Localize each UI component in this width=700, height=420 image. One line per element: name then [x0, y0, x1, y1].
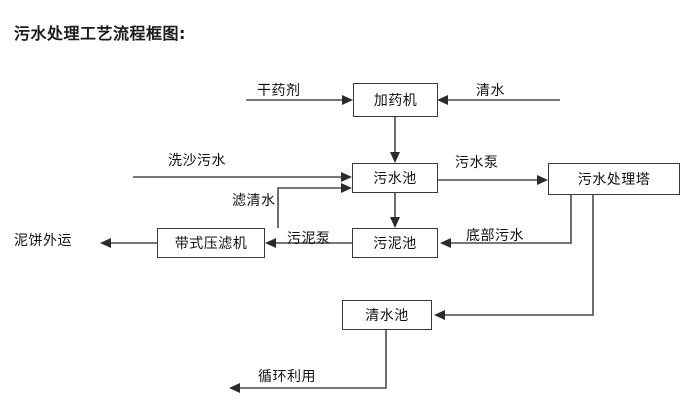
node-label: 污泥池	[373, 236, 417, 252]
page-title: 污水处理工艺流程框图:	[14, 24, 186, 43]
terminal-dry-chemical: 干药剂	[257, 83, 301, 99]
arrowhead-mud-cake	[100, 238, 111, 248]
edge-tower-bottom-to-sludge-pool	[448, 195, 572, 244]
arrowhead-sand-wash	[341, 172, 352, 182]
node-sludge-pool[interactable]: 污泥池	[352, 228, 438, 258]
arrowhead-recycle	[229, 383, 240, 393]
node-wastewater-pool[interactable]: 污水池	[352, 163, 438, 193]
node-label: 污水处理塔	[577, 172, 651, 188]
arrowhead-to-clean-water-pool	[434, 310, 445, 320]
node-label: 加药机	[373, 93, 418, 109]
node-clean-water-pool[interactable]: 清水池	[342, 300, 432, 330]
arrowhead-wastewater-pump	[537, 175, 548, 185]
edge-label-bottom-wastewater: 底部污水	[466, 228, 524, 244]
edge-label-wastewater-pump: 污水泵	[455, 155, 499, 171]
node-treatment-tower[interactable]: 污水处理塔	[548, 163, 680, 195]
node-belt-filter-press[interactable]: 带式压滤机	[157, 228, 265, 258]
edge-label-recycle-reuse: 循环利用	[258, 369, 316, 385]
edge-tower-to-clean-water-pool	[442, 195, 594, 316]
edge-label-filtered-clear-water: 滤清水	[232, 193, 276, 209]
node-dosing-machine[interactable]: 加药机	[353, 83, 438, 117]
terminal-sand-wash-wastewater: 洗沙污水	[168, 153, 226, 169]
arrowhead-filtered-water	[341, 183, 352, 193]
terminal-mud-cake-out: 泥饼外运	[14, 233, 72, 249]
node-label: 带式压滤机	[174, 236, 248, 252]
arrowhead-sludge-pump	[265, 238, 276, 248]
arrowhead-dosing-down	[390, 152, 400, 163]
arrowhead-bottom-wastewater	[440, 238, 451, 248]
edge-clean-water-pool-to-recycle	[237, 330, 387, 389]
edge-filtered-water-to-wastewater-pool	[277, 187, 344, 228]
arrowhead-to-sludge-pool	[390, 217, 400, 228]
node-label: 清水池	[365, 308, 409, 324]
edge-label-sludge-pump: 污泥泵	[287, 231, 331, 247]
terminal-clean-water-input: 清水	[476, 83, 505, 99]
arrowhead-clean-water	[437, 95, 448, 105]
arrowhead-dry-chemical	[342, 95, 353, 105]
node-label: 污水池	[373, 171, 417, 187]
